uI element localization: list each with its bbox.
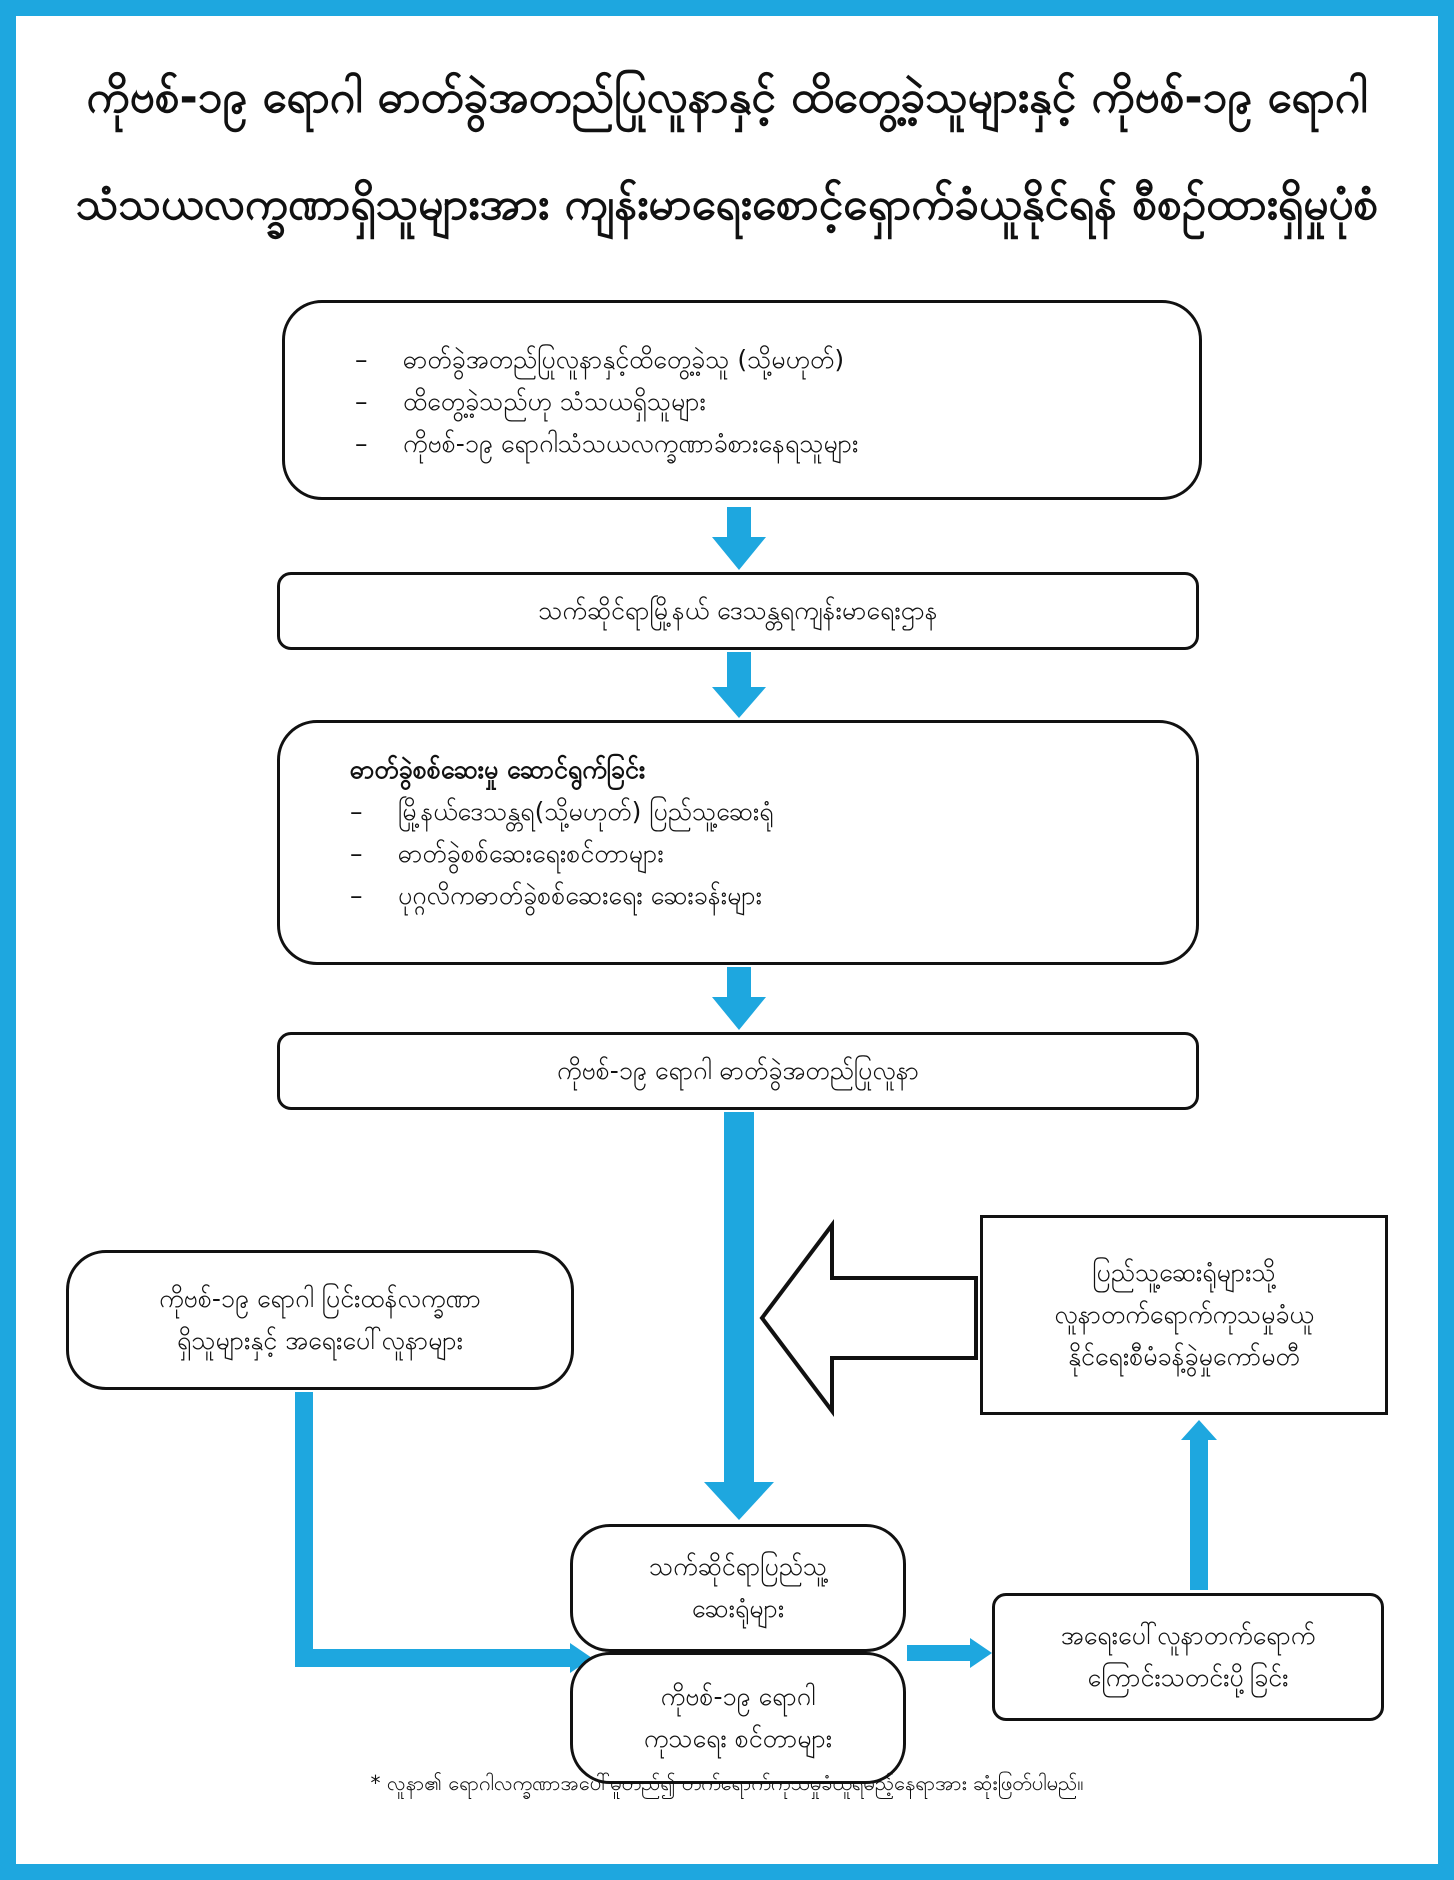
hospitals-line: ဆေးရုံများ: [691, 1594, 785, 1623]
severe-cases-box: ကိုဗစ်-၁၉ ရောဂါ ပြင်းထန်လက္ခဏာ ရှိသူများ…: [66, 1250, 574, 1390]
arrow-suspects-to-dept: [712, 507, 766, 570]
suspects-item: ဓာတ်ခွဲအတည်ပြုလူနာနှင့်ထိတွေ့ခဲ့သူ (သို့…: [355, 339, 1199, 381]
severe-cases-line: ကိုဗစ်-၁၉ ရောဂါ ပြင်းထန်လက္ခဏာ: [159, 1284, 481, 1313]
severe-cases-line: ရှိသူများနှင့် အရေးပေါ်လူနာများ: [177, 1326, 463, 1355]
committee-line: နိုင်ရေးစီမံခန့်ခွဲမှုကော်မတီ: [1068, 1342, 1300, 1371]
lab-testing-item: မြို့နယ်ဒေသန္တရ(သို့မဟုတ်) ပြည်သူ့ဆေးရုံ: [350, 791, 1196, 833]
page-title-line-1: ကိုဗစ်-၁၉ ရောဂါ ဓာတ်ခွဲအတည်ပြုလူနာနှင့် …: [86, 72, 1368, 123]
page-title-line-2: သံသယလက္ခဏာရှိသူများအား ကျန်းမာရေးစောင့်ရ…: [75, 179, 1379, 230]
emergency-notify-box: အရေးပေါ်လူနာတက်ရောက် ကြောင်းသတင်းပို့ခြင…: [992, 1593, 1384, 1721]
emergency-notify-line: အရေးပေါ်လူနာတက်ရောက်: [1060, 1621, 1316, 1650]
arrow-dept-to-lab: [712, 652, 766, 718]
hospitals-box: သက်ဆိုင်ရာပြည်သူ့ ဆေးရုံများ: [570, 1524, 906, 1652]
lab-testing-item: ဓာတ်ခွဲစစ်ဆေးရေးစင်တာများ: [350, 833, 1196, 875]
suspects-box: ဓာတ်ခွဲအတည်ပြုလူနာနှင့်ထိတွေ့ခဲ့သူ (သို့…: [282, 300, 1202, 500]
lab-testing-item: ပုဂ္ဂလိကဓာတ်ခွဲစစ်ဆေးရေး ဆေးခန်းများ: [350, 875, 1196, 917]
suspects-item: ထိတွေ့ခဲ့သည်ဟု သံသယရှိသူများ: [355, 381, 1199, 423]
emergency-notify-line: ကြောင်းသတင်းပို့ခြင်း: [1087, 1663, 1289, 1692]
arrow-notify-to-committee: [1181, 1420, 1217, 1590]
treatment-centers-line: ကုသရေး စင်တာများ: [643, 1724, 833, 1753]
treatment-centers-line: ကိုဗစ်-၁၉ ရောဂါ: [660, 1682, 816, 1711]
suspects-item: ကိုဗစ်-၁၉ ရောဂါသံသယလက္ခဏာခံစားနေရသူများ: [355, 423, 1199, 465]
arrow-confirmed-to-hospitals: [704, 1112, 774, 1520]
lab-testing-box: ဓာတ်ခွဲစစ်ဆေးမှု ဆောင်ရွက်ခြင်း မြို့နယ်…: [277, 720, 1199, 965]
footnote: * လူနာ၏ ရောဂါလက္ခဏာအပေါ်မူတည်၍ တက်ရောက်က…: [370, 1771, 1084, 1795]
committee-line: ပြည်သူ့ဆေးရုံများသို့: [1092, 1258, 1276, 1287]
confirmed-case-box: ကိုဗစ်-၁၉ ရောဂါ ဓာတ်ခွဲအတည်ပြုလူနာ: [277, 1032, 1199, 1110]
arrow-lab-to-confirmed: [712, 967, 766, 1030]
hospitals-line: သက်ဆိုင်ရာပြည်သူ့: [648, 1552, 828, 1581]
health-dept-box: သက်ဆိုင်ရာမြို့နယ် ဒေသန္တရကျန်းမာရေးဌာန: [277, 572, 1199, 650]
treatment-centers-box: ကိုဗစ်-၁၉ ရောဂါ ကုသရေး စင်တာများ: [570, 1652, 906, 1784]
arrow-severe-to-hospitals: [295, 1392, 592, 1673]
health-dept-label: သက်ဆိုင်ရာမြို့နယ် ဒေသန္တရကျန်းမာရေးဌာန: [538, 596, 938, 625]
arrow-committee-to-severe: [759, 1219, 978, 1417]
confirmed-case-label: ကိုဗစ်-၁၉ ရောဂါ ဓာတ်ခွဲအတည်ပြုလူနာ: [557, 1056, 919, 1085]
committee-box: ပြည်သူ့ဆေးရုံများသို့ လူနာတက်ရောက်ကုသမှု…: [980, 1215, 1388, 1415]
lab-testing-heading: ဓာတ်ခွဲစစ်ဆေးမှု ဆောင်ရွက်ခြင်း: [350, 755, 646, 784]
committee-line: လူနာတက်ရောက်ကုသမှုခံယူ: [1054, 1300, 1314, 1329]
arrow-hospitals-to-notify: [907, 1638, 992, 1668]
